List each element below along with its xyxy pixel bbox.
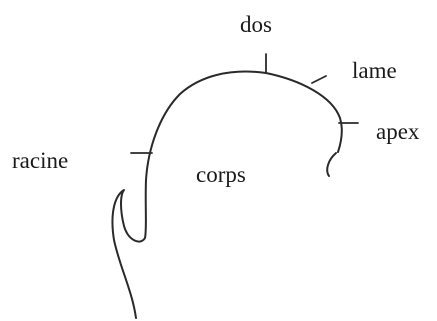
label-racine: racine — [12, 148, 68, 173]
label-apex: apex — [376, 119, 420, 144]
label-lame: lame — [352, 58, 397, 83]
label-dos: dos — [240, 12, 272, 37]
tongue-outline — [111, 70, 343, 319]
tick-lame — [311, 75, 327, 84]
label-corps: corps — [196, 162, 246, 187]
